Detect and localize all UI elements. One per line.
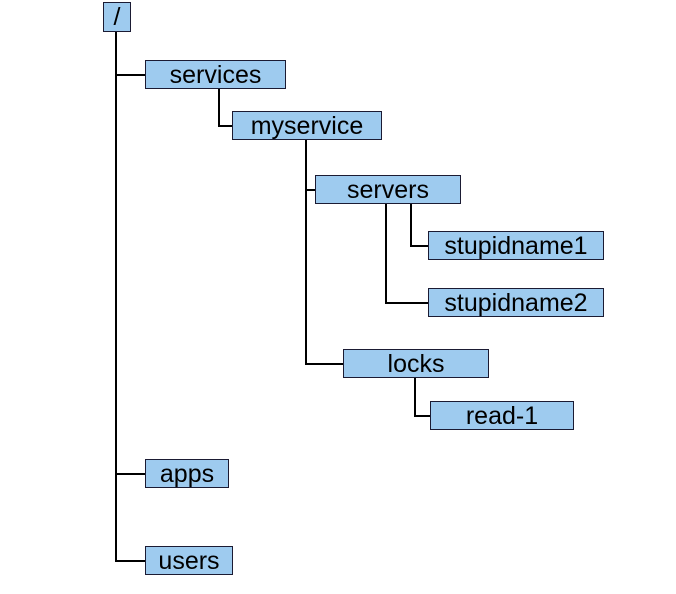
edge-root-to-apps: [115, 473, 146, 475]
edge-servers-to-stupidname2: [385, 302, 429, 304]
tree-node-services[interactable]: services: [145, 60, 286, 89]
tree-node-label: stupidname2: [444, 288, 588, 317]
edge-servers-to-stupidname2-drop: [385, 203, 387, 303]
tree-node-locks[interactable]: locks: [343, 349, 489, 378]
edge-servers-to-stupidname1-drop: [410, 203, 412, 246]
tree-node-label: locks: [387, 349, 445, 378]
tree-node-users[interactable]: users: [145, 546, 233, 575]
tree-node-stupidname2[interactable]: stupidname2: [428, 288, 604, 317]
edge-services-to-myservice: [218, 125, 233, 127]
tree-node-label: users: [158, 546, 220, 575]
edge-locks-to-read1: [414, 415, 431, 417]
edge-root-to-services: [115, 74, 146, 76]
edge-services-trunk: [218, 88, 220, 126]
tree-node-label: apps: [159, 459, 215, 488]
tree-node-label: stupidname1: [444, 231, 588, 260]
tree-node-label: read-1: [465, 401, 539, 430]
tree-node-stupidname1[interactable]: stupidname1: [428, 231, 604, 260]
tree-node-label: myservice: [250, 111, 364, 140]
edge-root-to-users: [115, 560, 146, 562]
tree-node-myservice[interactable]: myservice: [232, 111, 382, 140]
tree-node-label: servers: [347, 175, 429, 204]
tree-node-apps[interactable]: apps: [145, 459, 229, 488]
tree-node-read1[interactable]: read-1: [430, 401, 574, 430]
tree-node-label: services: [169, 60, 262, 89]
edge-myservice-trunk: [305, 139, 307, 365]
edge-myservice-to-locks: [305, 363, 344, 365]
tree-node-label: /: [113, 3, 121, 31]
edge-myservice-to-servers: [305, 189, 316, 191]
edge-servers-to-stupidname1: [410, 245, 429, 247]
tree-node-servers[interactable]: servers: [315, 175, 461, 204]
edge-root-trunk: [115, 31, 117, 561]
tree-node-root[interactable]: /: [103, 2, 131, 32]
edge-locks-to-read1-drop: [414, 377, 416, 416]
